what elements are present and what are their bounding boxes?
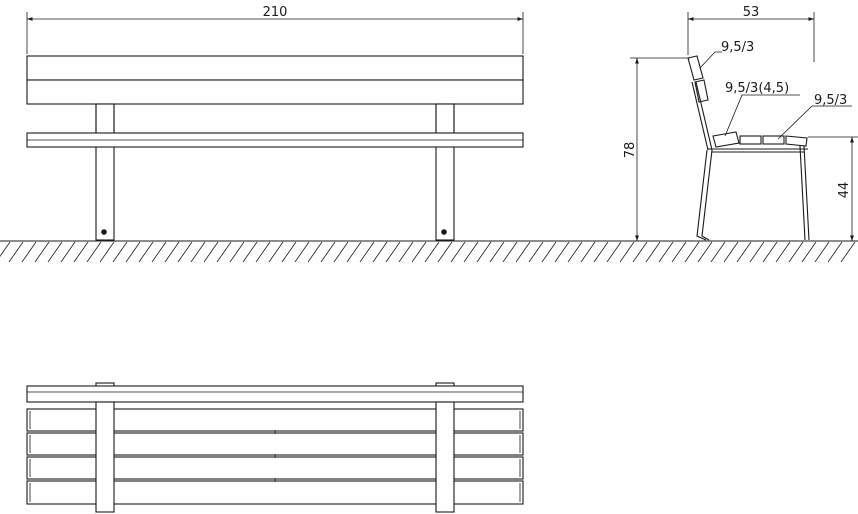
hatch-stroke [333,241,349,263]
hatch-stroke [580,241,596,263]
right-anchor-bolt [441,229,447,235]
backrest-profile-label: 9,5/3 [721,40,754,55]
hatch-stroke [60,241,76,263]
hatch-stroke [567,241,583,263]
hatch-stroke [203,241,219,263]
hatch-stroke [775,241,791,263]
hatch-stroke [8,241,24,263]
left-anchor-bolt [101,229,107,235]
hatch-stroke [216,241,232,263]
hatch-stroke [801,241,817,263]
hatch-stroke [0,241,11,257]
hatch-stroke [710,241,726,263]
hatch-stroke [229,241,245,263]
rear-seat-profile-leader [777,105,852,140]
hatch-stroke [411,241,427,263]
hatch-stroke [385,241,401,263]
hatch-stroke [255,241,271,263]
hatch-stroke [619,241,635,263]
hatch-stroke [268,241,284,263]
hatch-stroke [684,241,700,263]
hatch-stroke [242,241,258,263]
hatch-stroke [723,241,739,263]
hatch-stroke [632,241,648,263]
side-seat-slat-3 [762,135,785,145]
hatch-stroke [112,241,128,263]
hatch-stroke [827,241,843,263]
hatch-stroke [138,241,154,263]
hatch-stroke [450,241,466,263]
length-dimension-label: 210 [263,5,288,20]
backrest-profile-leader [699,51,722,69]
hatch-stroke [697,241,713,263]
hatch-stroke [463,241,479,263]
hatch-stroke [398,241,414,263]
front-backrest-lower-slat [26,79,524,105]
hatch-stroke [788,241,804,263]
hatch-stroke [73,241,89,263]
hatch-stroke [645,241,661,263]
hatch-stroke [281,241,297,263]
top-left-frame [95,401,115,513]
front-seat-profile-label: 9,5/3(4,5) [725,81,789,96]
top-right-frame [435,401,455,513]
hatch-stroke [34,241,50,263]
hatch-stroke [307,241,323,263]
height-dimension-label: 78 [623,142,638,159]
side-seat-slat-rear [785,135,808,147]
hatch-stroke [671,241,687,263]
seat-height-dimension-label: 44 [837,182,852,199]
hatch-stroke [346,241,362,263]
side-backrest-lower-slat [694,79,709,103]
rear-seat-profile-label: 9,5/3 [814,93,847,108]
hatch-stroke [528,241,544,263]
hatch-stroke [606,241,622,263]
hatch-stroke [476,241,492,263]
front-left-leg [95,103,115,241]
hatch-stroke [294,241,310,263]
hatch-stroke [736,241,752,263]
hatch-stroke [541,241,557,263]
hatch-stroke [489,241,505,263]
top-view [26,382,524,513]
hatch-stroke [762,241,778,263]
hatch-stroke [125,241,141,263]
hatch-stroke [99,241,115,263]
hatch-stroke [424,241,440,263]
hatch-stroke [502,241,518,263]
front-view: 210 [26,5,524,241]
hatch-stroke [359,241,375,263]
hatch-stroke [86,241,102,263]
hatch-stroke [749,241,765,263]
hatch-stroke [21,241,37,263]
hatch-stroke [190,241,206,263]
hatch-stroke [814,241,830,263]
hatch-stroke [177,241,193,263]
depth-dimension-label: 53 [743,5,760,20]
side-backrest-upper-slat [687,55,704,81]
hatch-stroke [151,241,167,263]
hatch-stroke [372,241,388,263]
hatch-stroke [554,241,570,263]
front-backrest-upper-slat [26,55,524,81]
hatch-stroke [164,241,180,263]
hatch-stroke [47,241,63,263]
side-seat-slat-2 [739,135,762,145]
side-seat-slat-front [712,131,740,148]
ground [0,240,858,263]
hatch-stroke [840,241,856,263]
hatch-stroke [320,241,336,263]
hatch-stroke [593,241,609,263]
hatch-stroke [515,241,531,263]
hatch-stroke [437,241,453,263]
front-right-leg [435,103,455,241]
hatch-stroke [658,241,674,263]
side-view: 53 78 44 9,5/3 9,5/3(4,5) 9,5/3 [623,5,858,241]
ground-hatching [0,241,856,263]
front-seat-profile-leader [724,94,800,137]
top-backrest [26,385,524,403]
